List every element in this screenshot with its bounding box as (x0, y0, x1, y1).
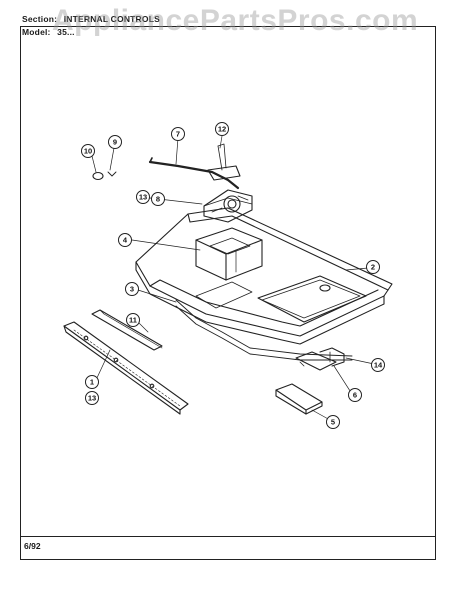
callout-label: 10 (84, 147, 92, 156)
callout-label: 9 (113, 138, 117, 147)
shaft-rod (148, 143, 241, 190)
callout-13-upper (136, 190, 150, 204)
diagram-frame (20, 26, 436, 560)
callout-12 (215, 122, 229, 136)
watermark-logo: AppliancePartsPros.com (52, 4, 419, 37)
callout-label: 13 (139, 193, 147, 202)
callout-10 (81, 144, 95, 158)
right-brackets (295, 347, 345, 371)
section-header: Section: INTERNAL CONTROLS (22, 14, 160, 24)
callout-label: 13 (88, 394, 96, 403)
footer-date: 6/92 (24, 541, 41, 551)
block-part (275, 383, 323, 415)
callout-label: 7 (176, 130, 180, 139)
footer-divider (20, 536, 436, 537)
lower-rail (63, 321, 189, 415)
callout-13-lower (85, 391, 99, 405)
callout-label: 14 (374, 361, 383, 370)
trim-strip (91, 309, 163, 351)
model-header: Model: 35... (22, 27, 75, 37)
callout-label: 6 (353, 391, 357, 400)
callout-7 (171, 127, 185, 141)
callout-1 (85, 375, 99, 389)
callout-6 (348, 388, 362, 402)
callout-8 (151, 192, 165, 206)
model-label: Model: (22, 27, 51, 37)
callout-label: 4 (123, 236, 128, 245)
callout-3 (125, 282, 139, 296)
callout-label: 12 (218, 125, 226, 134)
callout-label: 8 (156, 195, 160, 204)
callout-5 (326, 415, 340, 429)
callout-label: 2 (371, 263, 375, 272)
control-panel-housing (135, 207, 393, 361)
callout-label: 5 (331, 418, 335, 427)
callout-9 (108, 135, 122, 149)
model-value: 35... (57, 27, 75, 37)
callout-4 (118, 233, 132, 247)
knob-and-spring (92, 171, 117, 181)
callout-label: 1 (90, 378, 94, 387)
section-label: Section: (22, 14, 58, 24)
callout-11 (126, 313, 140, 327)
section-value: INTERNAL CONTROLS (63, 14, 160, 24)
callout-label: 11 (129, 316, 137, 325)
callout-2 (366, 260, 380, 274)
callout-label: 3 (130, 285, 134, 294)
callout-14 (371, 358, 385, 372)
valve-assembly (203, 189, 253, 223)
internal-bracket (195, 227, 263, 281)
